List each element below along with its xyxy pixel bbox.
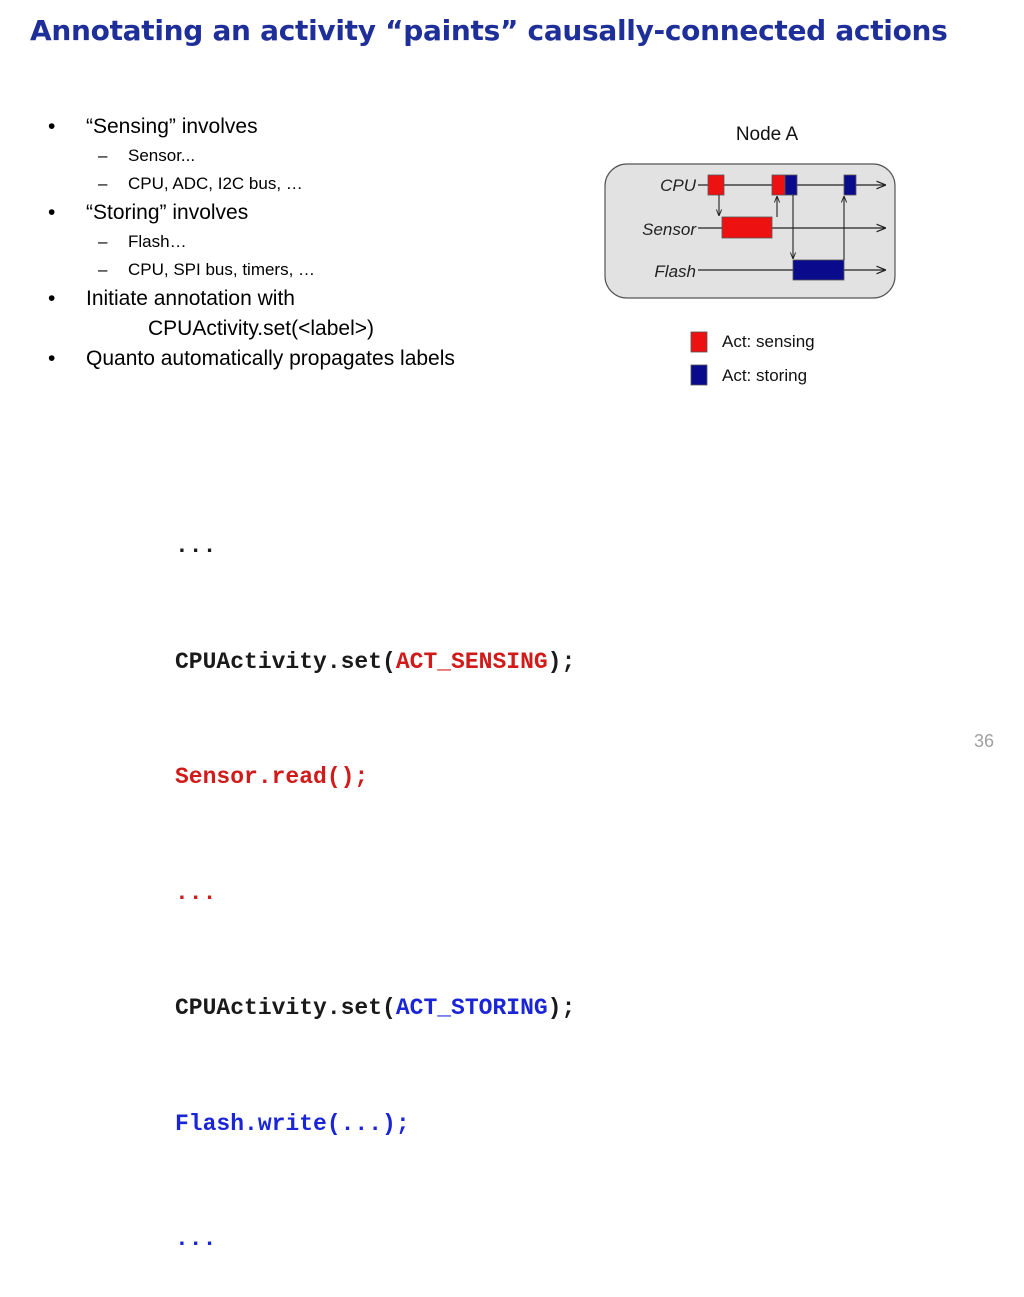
flash-storing-block bbox=[792, 259, 845, 281]
sub-bullet-text: CPU, ADC, I2C bus, … bbox=[128, 174, 303, 193]
cpu-storing-block bbox=[784, 174, 798, 196]
cpu-sensing-block bbox=[771, 174, 786, 196]
bullet-glyph: • bbox=[48, 201, 56, 224]
sub-bullet-text: Flash… bbox=[128, 232, 187, 251]
bullet-text: Quanto automatically propagates labels bbox=[86, 347, 455, 370]
sub-bullet-glyph: – bbox=[98, 260, 108, 279]
node-label: Node A bbox=[736, 124, 799, 145]
bullet-text: Initiate annotation with bbox=[86, 287, 295, 310]
sub-bullet-glyph: – bbox=[98, 146, 108, 165]
activity-diagram: Node A CPU Sensor Flash Act: sensing Act… bbox=[600, 118, 910, 398]
bullet-item-sensing: • “Sensing” involves bbox=[48, 112, 608, 142]
code-line: Flash.write(...); bbox=[175, 1110, 410, 1137]
code-line: Sensor.read(); bbox=[175, 764, 369, 790]
code-block: ... CPUActivity.set(ACT_SENSING); Sensor… bbox=[175, 450, 575, 1297]
code-line: ... bbox=[175, 533, 217, 559]
bullet-text: “Storing” involves bbox=[86, 201, 249, 224]
code-line: CPUActivity.set(ACT_STORING); bbox=[175, 989, 575, 1028]
sub-bullet-item: – CPU, ADC, I2C bus, … bbox=[48, 170, 608, 198]
sub-bullet-glyph: – bbox=[98, 232, 108, 251]
code-line: ... bbox=[175, 1226, 217, 1252]
bullet-item-propagation: • Quanto automatically propagates labels bbox=[48, 344, 608, 374]
sub-bullet-item: – Flash… bbox=[48, 228, 608, 256]
sub-bullet-text: Sensor... bbox=[128, 146, 196, 165]
code-arg-sensing: ACT_SENSING bbox=[395, 648, 548, 675]
bullet-item-annotation: • Initiate annotation with CPUActivity.s… bbox=[48, 284, 608, 344]
bullet-list: • “Sensing” involves – Sensor... – CPU, … bbox=[48, 112, 608, 374]
cpu-sensing-block bbox=[707, 174, 725, 196]
legend-label-sensing: Act: sensing bbox=[722, 332, 815, 351]
bullet-text: “Sensing” involves bbox=[86, 115, 258, 138]
code-arg-storing: ACT_STORING bbox=[395, 995, 548, 1021]
bullet-item-storing: • “Storing” involves bbox=[48, 198, 608, 228]
legend-swatch-sensing bbox=[690, 331, 708, 353]
slide-title: Annotating an activity “paints” causally… bbox=[30, 14, 948, 47]
code-call-end: ); bbox=[547, 995, 576, 1021]
bullet-continuation: CPUActivity.set(<label>) bbox=[148, 317, 375, 340]
code-line: ... bbox=[175, 879, 217, 906]
bullet-glyph: • bbox=[48, 115, 56, 138]
page-number: 36 bbox=[973, 731, 994, 751]
sensor-sensing-block bbox=[721, 216, 773, 239]
legend-label-storing: Act: storing bbox=[722, 366, 807, 385]
legend-swatch-storing bbox=[690, 364, 708, 386]
sub-bullet-glyph: – bbox=[98, 174, 108, 193]
code-line: CPUActivity.set(ACT_SENSING); bbox=[175, 643, 575, 682]
sub-bullet-text: CPU, SPI bus, timers, … bbox=[128, 260, 316, 279]
code-call: CPUActivity.set( bbox=[175, 995, 396, 1021]
code-call-end: ); bbox=[547, 648, 576, 675]
bullet-glyph: • bbox=[48, 347, 56, 370]
bullet-glyph: • bbox=[48, 287, 56, 310]
row-label-flash: Flash bbox=[654, 262, 696, 281]
code-call: CPUActivity.set( bbox=[175, 648, 396, 675]
row-label-sensor: Sensor bbox=[642, 220, 697, 239]
sub-bullet-item: – CPU, SPI bus, timers, … bbox=[48, 256, 608, 284]
sub-bullet-item: – Sensor... bbox=[48, 142, 608, 170]
row-label-cpu: CPU bbox=[660, 176, 697, 195]
cpu-storing-block bbox=[843, 174, 857, 196]
